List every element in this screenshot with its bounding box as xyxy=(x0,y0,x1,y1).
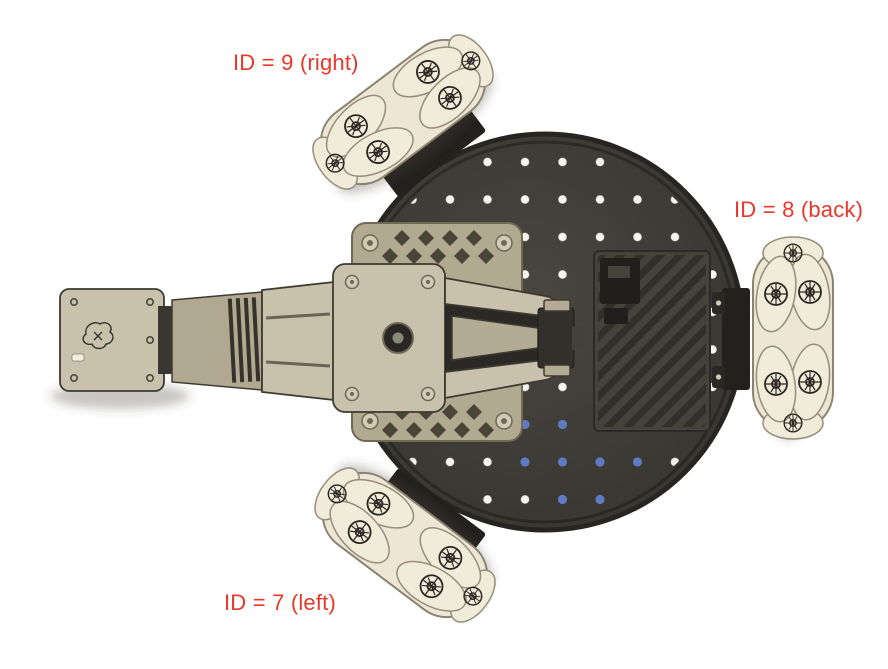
robot-arm xyxy=(59,263,588,413)
effector-motor xyxy=(537,307,575,369)
plate-perforations-bottom xyxy=(382,404,494,438)
plate-perforations-top xyxy=(382,230,494,264)
wrist-coupler xyxy=(158,306,174,374)
omni-wheel-8-back xyxy=(751,237,836,439)
wheel-mount-bracket-right xyxy=(382,109,486,197)
label-wheel-9-right: ID = 9 (right) xyxy=(233,50,359,75)
plate-corner-screws xyxy=(361,234,513,430)
box-connector xyxy=(600,258,640,304)
label-wheel-7-left: ID = 7 (left) xyxy=(224,590,337,615)
end-effector-fork xyxy=(444,276,588,400)
forearm-link xyxy=(261,280,335,402)
label-wheel-8-back: ID = 8 (back) xyxy=(734,197,864,222)
wrist-section xyxy=(171,291,263,391)
actuator-housing xyxy=(332,263,446,413)
blue-hole-group xyxy=(520,420,642,504)
wheel-mount-bracket-back xyxy=(712,288,750,390)
gripper-slot xyxy=(71,353,85,362)
electronics-box xyxy=(593,250,711,432)
logo-squiggle xyxy=(82,322,114,350)
gripper-plate xyxy=(59,288,165,392)
